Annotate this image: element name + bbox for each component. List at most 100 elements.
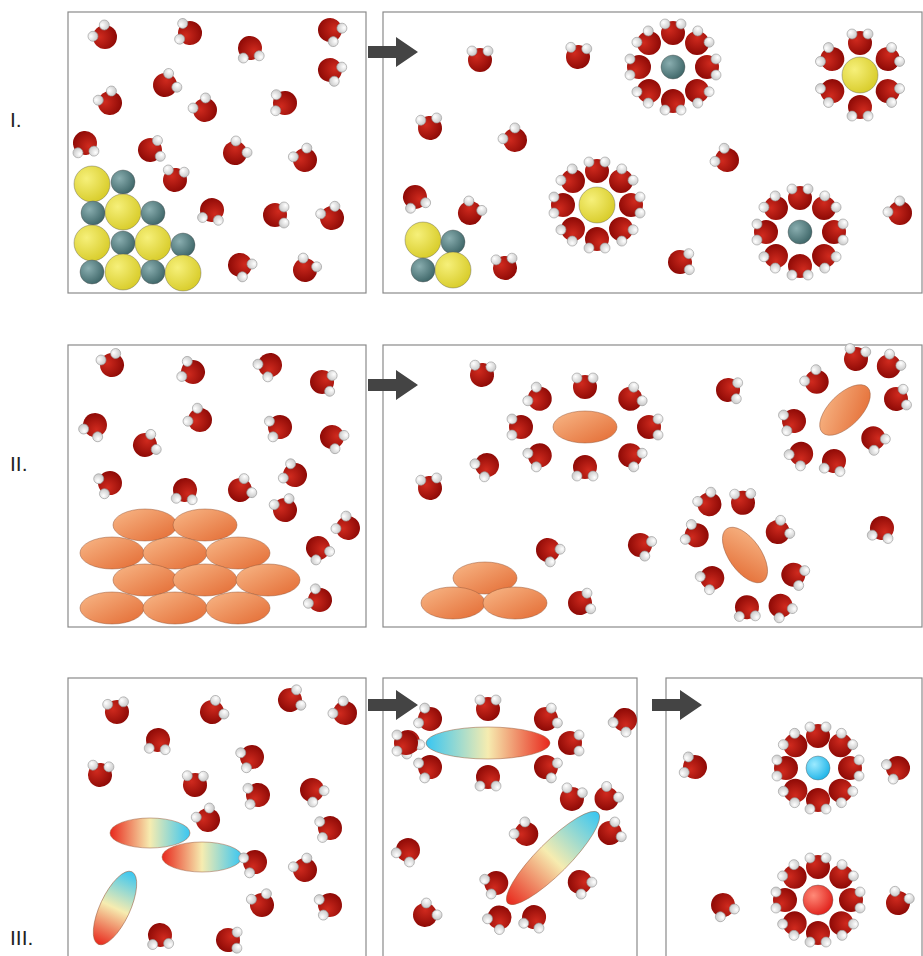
water-molecule <box>251 347 287 383</box>
amphiphile-molecule <box>426 727 550 759</box>
ion <box>441 230 465 254</box>
ion <box>80 260 104 284</box>
water-molecule <box>805 788 831 814</box>
water-molecule <box>637 414 663 440</box>
water-molecule <box>619 192 645 218</box>
water-molecule <box>806 189 843 226</box>
water-molecule <box>805 853 831 879</box>
water-molecule <box>507 414 533 440</box>
water-molecule <box>197 196 227 226</box>
water-molecule <box>329 509 366 546</box>
water-molecule <box>565 587 596 618</box>
ion <box>141 201 165 225</box>
ion <box>74 166 110 202</box>
water-molecule <box>871 347 908 384</box>
water-molecule <box>271 90 298 117</box>
water-molecule <box>693 560 729 596</box>
water-molecule <box>715 376 743 404</box>
water-molecule <box>882 383 913 414</box>
water-molecule <box>277 457 312 492</box>
ion <box>579 187 615 223</box>
water-molecule <box>286 141 322 177</box>
water-molecule <box>823 726 860 763</box>
water-molecule <box>288 251 324 287</box>
water-molecule <box>389 833 425 869</box>
water-molecule <box>77 408 112 443</box>
ion <box>435 252 471 288</box>
water-molecule <box>314 200 349 235</box>
ion <box>135 225 171 261</box>
water-molecule <box>695 54 721 80</box>
water-molecule <box>734 595 761 622</box>
ion <box>171 233 195 257</box>
water-molecule <box>706 888 741 923</box>
water-molecule <box>245 887 278 920</box>
water-molecule <box>584 157 610 183</box>
water-molecule <box>806 238 843 275</box>
water-molecule <box>805 921 831 947</box>
water-molecule <box>549 192 575 218</box>
water-molecule <box>160 164 189 193</box>
water-molecule <box>630 24 667 61</box>
water-molecule <box>475 765 501 791</box>
water-molecule <box>412 750 446 784</box>
water-molecule <box>467 46 493 72</box>
water-molecule <box>660 89 686 115</box>
water-molecule <box>507 815 544 852</box>
water-molecule <box>496 121 533 158</box>
water-molecule <box>189 801 225 837</box>
water-molecule <box>668 249 695 276</box>
water-molecule <box>589 779 626 816</box>
water-molecule <box>242 780 271 809</box>
water-molecule <box>223 247 259 283</box>
molecular-solid <box>80 537 144 569</box>
water-molecule <box>613 438 649 474</box>
water-molecule <box>603 162 640 199</box>
ion <box>81 201 105 225</box>
water-molecule <box>263 412 294 443</box>
water-molecule <box>415 112 444 141</box>
water-molecules <box>71 13 918 954</box>
water-molecule <box>412 702 446 736</box>
water-molecule <box>216 927 242 953</box>
water-molecule <box>144 727 172 755</box>
water-molecule <box>491 253 520 282</box>
water-molecule <box>314 813 344 843</box>
ion <box>405 222 441 258</box>
water-molecule <box>308 367 338 397</box>
water-molecule <box>94 347 128 381</box>
water-molecule <box>603 211 640 248</box>
water-molecule <box>136 135 166 165</box>
water-molecule <box>452 194 488 230</box>
ion <box>105 194 141 230</box>
water-molecule <box>286 851 322 887</box>
water-molecule <box>223 472 258 507</box>
water-molecule <box>679 24 716 61</box>
water-molecule <box>91 84 127 120</box>
water-molecule <box>186 91 223 128</box>
water-molecule <box>181 401 217 437</box>
water-molecule <box>824 858 861 895</box>
water-molecule <box>517 902 550 935</box>
ion <box>141 260 165 284</box>
amphiphile-molecule <box>496 801 609 914</box>
water-molecule <box>564 42 592 70</box>
water-molecule <box>263 202 289 228</box>
water-molecule <box>102 696 132 726</box>
water-molecule <box>392 730 418 756</box>
water-molecule <box>757 189 794 226</box>
water-molecule <box>92 467 126 501</box>
water-molecule <box>572 373 598 399</box>
water-molecule <box>301 531 337 567</box>
water-molecule <box>847 95 873 121</box>
water-molecule <box>771 887 797 913</box>
ion <box>806 756 830 780</box>
water-molecule <box>521 380 557 416</box>
water-molecule <box>86 18 123 55</box>
molecular-solid <box>173 509 237 541</box>
water-molecule <box>556 782 589 815</box>
water-molecule <box>530 750 564 784</box>
water-molecule <box>148 67 184 103</box>
